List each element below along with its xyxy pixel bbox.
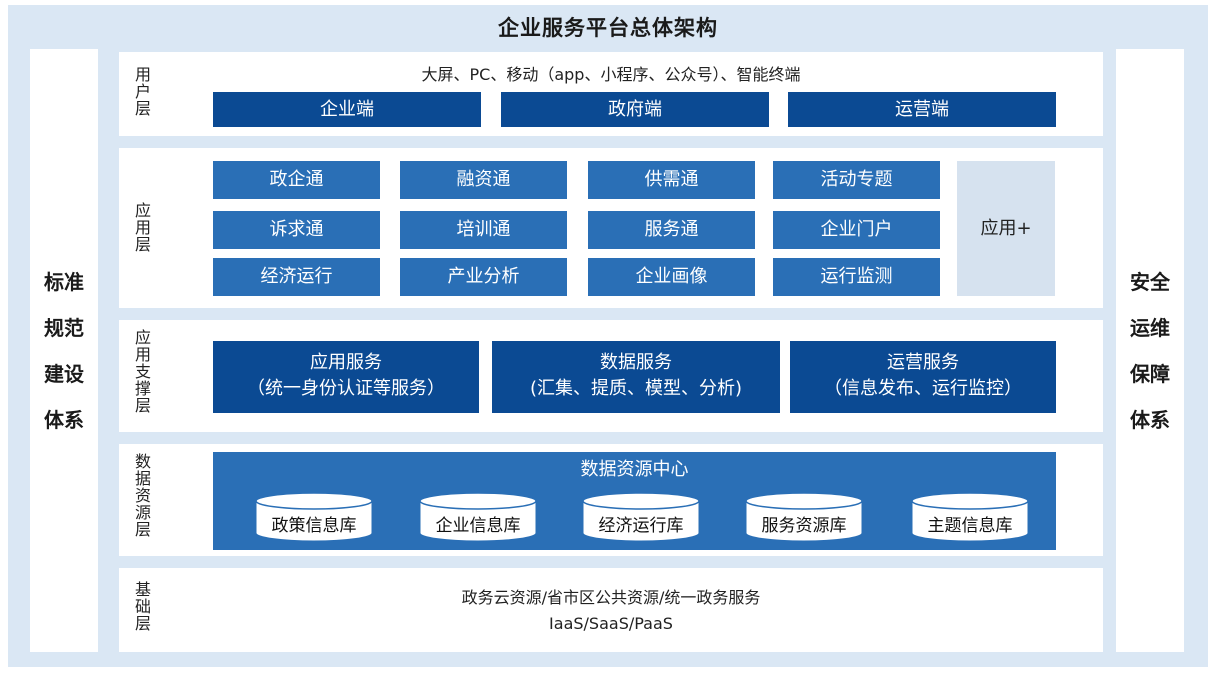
application-layer: 应用层 政企通 融资通 供需通 活动专题 诉求通 培训通 服务通 企业门户 经济…: [119, 148, 1103, 308]
database-label: 主题信息库: [927, 516, 1013, 536]
app-box: 经济运行: [213, 258, 380, 296]
standards-line: 体系: [44, 407, 84, 432]
standards-line: 标准: [44, 269, 84, 294]
operation-service-box: 运营服务 （信息发布、运行监控）: [790, 341, 1056, 413]
app-box: 产业分析: [400, 258, 567, 296]
service-desc: （统一身份认证等服务）: [247, 378, 445, 399]
service-desc: (汇集、提质、模型、分析): [529, 378, 743, 399]
data-center-title: 数据资源中心: [580, 459, 689, 480]
app-box: 活动专题: [773, 161, 940, 199]
database-cylinder: 经济运行库: [582, 492, 700, 542]
layer-label: 数据资源层: [134, 452, 151, 539]
data-service-box: 数据服务 (汇集、提质、模型、分析): [492, 341, 780, 413]
app-box: 融资通: [400, 161, 567, 199]
database-label: 经济运行库: [598, 516, 684, 536]
architecture-frame: 企业服务平台总体架构 标准 规范 建设 体系 安全 运维 保障 体系 用户层 大…: [8, 5, 1208, 667]
app-box: 运行监测: [773, 258, 940, 296]
service-desc: （信息发布、运行监控）: [824, 378, 1022, 399]
app-box: 政企通: [213, 161, 380, 199]
database-cylinder: 服务资源库: [745, 492, 863, 542]
app-box: 供需通: [588, 161, 755, 199]
database-cylinder: 主题信息库: [911, 492, 1029, 542]
data-resource-center: 数据资源中心 政策信息库 企业信息库 经济运行库 服务资源库 主题信息库: [213, 452, 1056, 550]
database-cylinder: 政策信息库: [255, 492, 373, 542]
security-line: 体系: [1130, 407, 1170, 432]
database-label: 企业信息库: [435, 516, 521, 536]
app-box: 企业画像: [588, 258, 755, 296]
database-label: 服务资源库: [761, 516, 847, 536]
layer-label: 基础层: [134, 580, 151, 633]
service-title: 应用服务: [310, 352, 382, 373]
base-layer-line2: IaaS/SaaS/PaaS: [549, 614, 673, 633]
security-line: 运维: [1130, 315, 1170, 340]
layer-label: 应用支撑层: [134, 328, 151, 415]
app-box: 诉求通: [213, 211, 380, 249]
layer-label: 应用层: [134, 201, 151, 254]
service-title: 数据服务: [600, 352, 672, 373]
data-layer: 数据资源层 数据资源中心 政策信息库 企业信息库 经济运行库 服务资源库 主题信…: [119, 444, 1103, 556]
service-title: 运营服务: [887, 352, 959, 373]
security-line: 安全: [1130, 269, 1170, 294]
support-layer: 应用支撑层 应用服务 （统一身份认证等服务） 数据服务 (汇集、提质、模型、分析…: [119, 320, 1103, 432]
standards-line: 规范: [44, 315, 84, 340]
user-layer: 用户层 大屏、PC、移动（app、小程序、公众号）、智能终端 企业端 政府端 运…: [119, 52, 1103, 136]
app-box: 服务通: [588, 211, 755, 249]
standards-line: 建设: [44, 361, 84, 386]
database-label: 政策信息库: [271, 516, 357, 536]
user-enterprise-box: 企业端: [213, 92, 481, 127]
user-operator-box: 运营端: [788, 92, 1056, 127]
app-service-box: 应用服务 （统一身份认证等服务）: [213, 341, 479, 413]
user-government-box: 政府端: [501, 92, 769, 127]
base-layer: 基础层 政务云资源/省市区公共资源/统一政务服务 IaaS/SaaS/PaaS: [119, 568, 1103, 652]
diagram-title: 企业服务平台总体架构: [498, 16, 718, 40]
standards-panel: 标准 规范 建设 体系: [30, 49, 98, 652]
security-panel: 安全 运维 保障 体系: [1116, 49, 1184, 652]
app-plus-box: 应用+: [957, 161, 1055, 296]
layer-label: 用户层: [134, 65, 151, 118]
user-layer-subtitle: 大屏、PC、移动（app、小程序、公众号）、智能终端: [421, 65, 801, 84]
app-box: 培训通: [400, 211, 567, 249]
base-layer-line1: 政务云资源/省市区公共资源/统一政务服务: [461, 588, 761, 607]
app-box: 企业门户: [773, 211, 940, 249]
security-line: 保障: [1130, 361, 1170, 386]
database-cylinder: 企业信息库: [419, 492, 537, 542]
